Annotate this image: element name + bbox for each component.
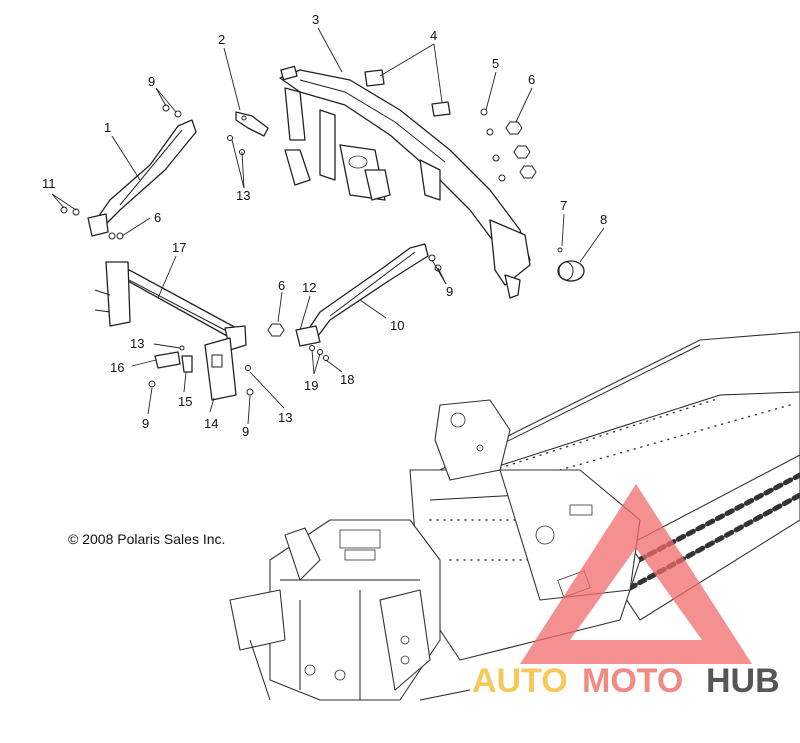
callout-9-top: 9	[148, 74, 155, 89]
hardware-fasteners	[60, 104, 563, 396]
callout-6-top: 6	[528, 72, 535, 87]
watermark-text-auto: AUTO	[472, 662, 568, 700]
callout-13-top: 13	[236, 188, 250, 203]
strut-part-1	[87, 119, 197, 237]
callout-1: 1	[104, 120, 111, 135]
callout-4: 4	[430, 28, 437, 43]
callout-12: 12	[302, 280, 316, 295]
callout-13-left: 13	[130, 336, 144, 351]
watermark-text-hub: HUB	[706, 662, 780, 700]
callout-8: 8	[600, 212, 607, 227]
callout-6-mid: 6	[278, 278, 285, 293]
callout-15: 15	[178, 394, 192, 409]
callout-17: 17	[172, 240, 186, 255]
copyright-text: © 2008 Polaris Sales Inc.	[68, 531, 225, 547]
automotohub-watermark: AUTO MOTO HUB	[472, 484, 780, 700]
callout-numbers: 1 2 3 4 5 6 6 6 7 8 9 9 9 9 10 11 12 13 …	[42, 12, 607, 439]
callout-10: 10	[390, 318, 404, 333]
bracket-part-14	[204, 337, 237, 401]
strut-part-10	[295, 243, 429, 347]
cap-part-8	[557, 260, 585, 282]
frame-loop-part-3	[279, 65, 531, 299]
watermark-triangle-logo	[520, 484, 752, 664]
callout-19: 19	[304, 378, 318, 393]
callout-2: 2	[218, 32, 225, 47]
plate-part-16	[154, 351, 181, 369]
callout-16: 16	[110, 360, 124, 375]
cross-member-part-17	[94, 261, 247, 351]
callout-3: 3	[312, 12, 319, 27]
leader-lines	[51, 27, 605, 425]
bracket-part-2	[235, 111, 269, 137]
callout-18: 18	[340, 372, 354, 387]
callout-11: 11	[42, 176, 56, 191]
callout-9-lower-right: 9	[242, 424, 249, 439]
callout-6-left: 6	[154, 210, 161, 225]
clip-part-15	[181, 355, 193, 373]
chassis-frame	[229, 331, 800, 701]
callout-13-right: 13	[278, 410, 292, 425]
callout-7: 7	[560, 198, 567, 213]
watermark-text-moto: MOTO	[582, 662, 683, 700]
callout-5: 5	[492, 56, 499, 71]
pad-part-4	[364, 69, 451, 117]
callout-9-right: 9	[446, 284, 453, 299]
callout-9-lower-left: 9	[142, 416, 149, 431]
callout-14: 14	[204, 416, 218, 431]
